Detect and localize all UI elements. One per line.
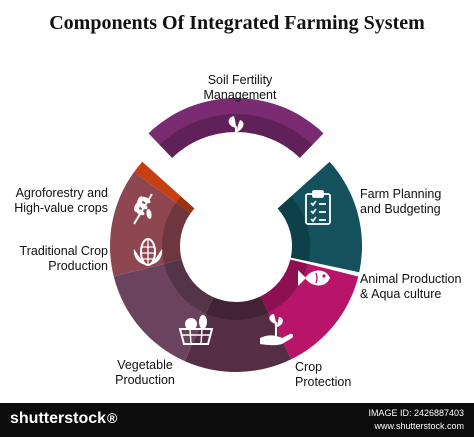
segment-shade-farm <box>277 196 310 262</box>
segment-veg <box>113 259 214 362</box>
segment-trad <box>110 171 191 277</box>
fish-icon <box>298 270 330 286</box>
image-id-info: IMAGE ID: 2426887403 www.shutterstock.co… <box>368 408 464 431</box>
segment-shade-trad <box>162 202 191 264</box>
segment-shade-animal <box>260 259 308 313</box>
segment-shade-agro <box>176 196 195 214</box>
segment-shade-soil <box>159 114 313 158</box>
label-animal-production: Animal Production& Aqua culture <box>360 272 462 301</box>
segment-shade-veg <box>164 259 214 314</box>
diagram-title: Components Of Integrated Farming System <box>49 12 425 34</box>
segment-animal <box>260 259 359 360</box>
footer-bar: shutterstock® IMAGE ID: 2426887403 www.s… <box>0 403 474 437</box>
plant-in-soil-icon <box>224 116 248 147</box>
segment-farm <box>277 161 363 273</box>
vegetable-basket-icon <box>178 315 214 345</box>
segment-crop <box>184 296 292 372</box>
segment-agro <box>134 161 195 214</box>
brand-logo: shutterstock® <box>10 410 118 427</box>
corn-cob-icon <box>133 238 163 266</box>
wheat-icon <box>133 193 153 225</box>
hand-holding-sprout-icon <box>260 314 294 346</box>
clipboard-checklist-icon <box>305 190 331 225</box>
segment-shade-crop <box>205 296 269 320</box>
